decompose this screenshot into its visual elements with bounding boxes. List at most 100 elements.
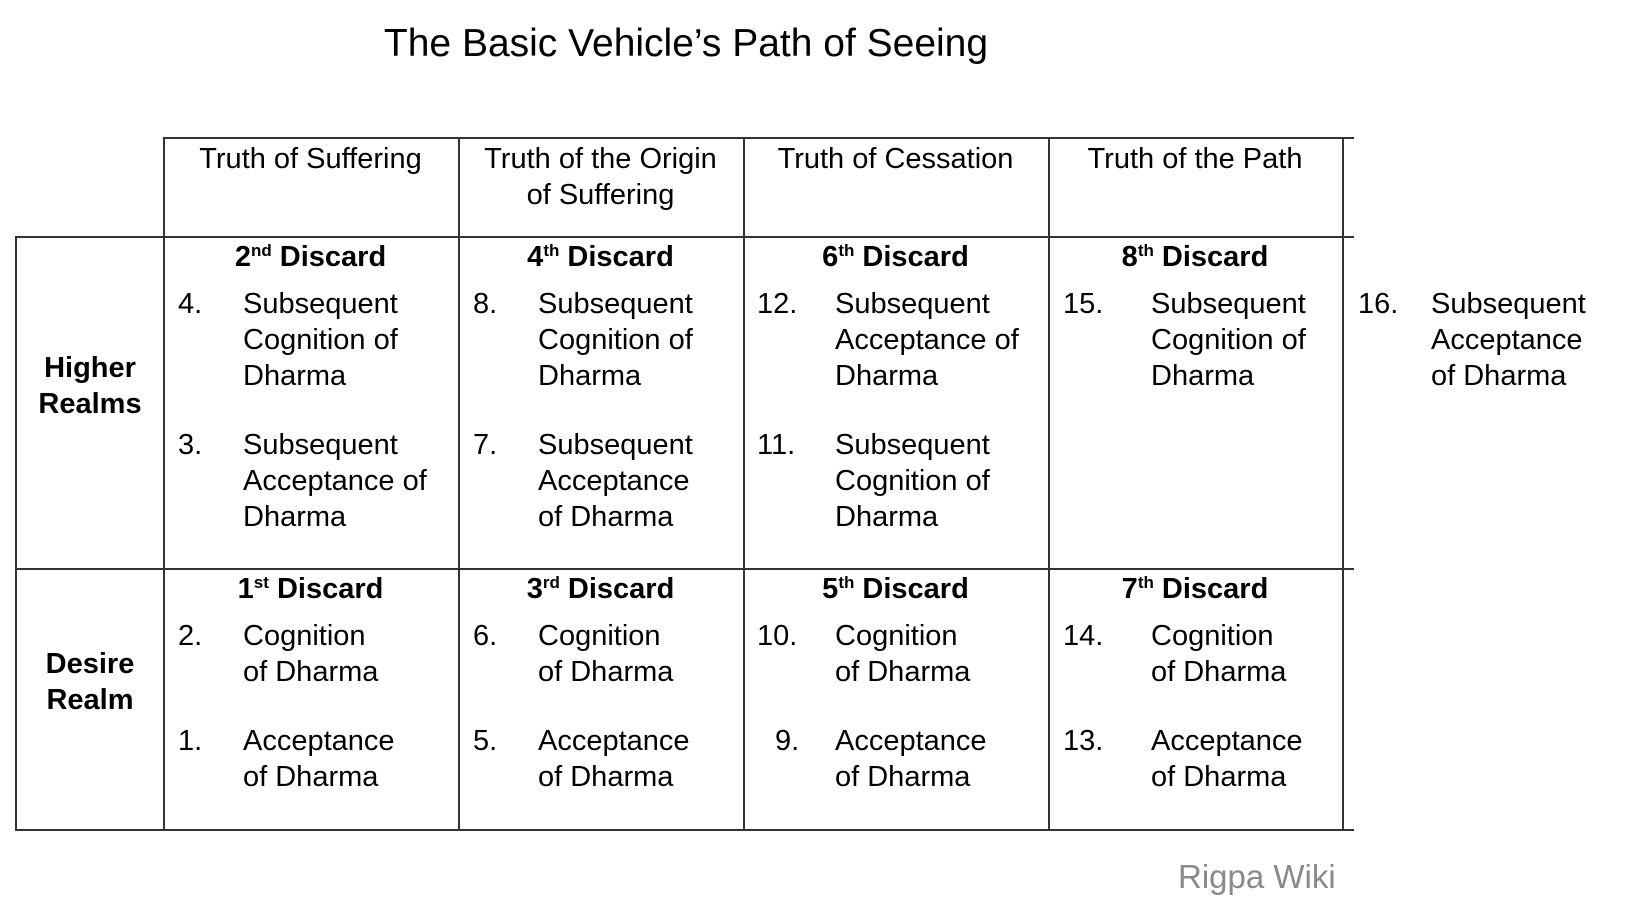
grid-line-bottom xyxy=(15,829,1354,831)
discard-word: Discard xyxy=(567,573,675,605)
item-line: Cognition of xyxy=(835,465,990,497)
page-title: The Basic Vehicle’s Path of Seeing xyxy=(383,22,989,65)
item-line: Cognition xyxy=(243,620,366,652)
discard-number: 3 xyxy=(526,573,543,605)
item-line: of Dharma xyxy=(243,761,379,793)
discard-ordinal-suffix: th xyxy=(1137,573,1154,592)
row-header-higher-realms: Higher Realms xyxy=(15,350,165,422)
item-line: Cognition xyxy=(835,620,958,652)
column-header-cessation: Truth of Cessation xyxy=(743,137,1048,177)
item-line: of Dharma xyxy=(1151,656,1287,688)
item-line: Cognition of xyxy=(243,324,398,356)
item-number: 5. xyxy=(473,725,498,757)
column-header-line: of Suffering xyxy=(526,179,675,211)
item-line: Dharma xyxy=(243,360,347,392)
discard-ordinal-suffix: th xyxy=(1137,241,1154,260)
item-line: Acceptance xyxy=(1431,324,1583,356)
discard-ordinal-suffix: th xyxy=(838,573,855,592)
discard-heading: 1st Discard xyxy=(163,571,458,607)
item-line: Dharma xyxy=(835,360,939,392)
grid-line-top xyxy=(163,137,1354,139)
item-line: Acceptance of xyxy=(835,324,1019,356)
item-line: Cognition of xyxy=(538,324,693,356)
item-line: Cognition xyxy=(1151,620,1274,652)
discard-word: Discard xyxy=(862,573,969,605)
discard-heading: 2nd Discard xyxy=(163,239,458,275)
item-number: 4. xyxy=(178,288,203,320)
row-header-line: Desire xyxy=(45,648,135,680)
item-line: of Dharma xyxy=(1151,761,1287,793)
item-text: Cognition of Dharma xyxy=(538,618,738,690)
discard-ordinal-suffix: th xyxy=(543,241,560,260)
item-text: Cognition of Dharma xyxy=(1151,618,1341,690)
discard-number: 7 xyxy=(1121,573,1138,605)
discard-number: 8 xyxy=(1121,241,1138,273)
column-header-line: Truth of Cessation xyxy=(777,143,1014,175)
row-header-line: Realm xyxy=(46,684,134,716)
grid-line-col1 xyxy=(163,137,165,830)
row-header-line: Higher xyxy=(44,352,136,384)
grid-line-col3 xyxy=(743,137,745,830)
item-line: Subsequent xyxy=(243,429,398,461)
discard-word: Discard xyxy=(276,573,384,605)
item-line: Acceptance xyxy=(1151,725,1303,757)
column-header-suffering: Truth of Suffering xyxy=(163,137,458,177)
item-number: 12. xyxy=(757,288,798,320)
item-number: 10. xyxy=(757,620,798,652)
item-line: Acceptance xyxy=(538,465,690,497)
grid-line-header-bottom xyxy=(15,236,1354,238)
item-number: 16. xyxy=(1358,288,1399,320)
item-line: Acceptance of xyxy=(243,465,427,497)
item-text: Acceptance of Dharma xyxy=(1151,723,1341,795)
item-line: Cognition of xyxy=(1151,324,1306,356)
item-line: Cognition xyxy=(538,620,661,652)
discard-heading: 5th Discard xyxy=(743,571,1048,607)
column-header-line: Truth of Suffering xyxy=(199,143,422,175)
discard-ordinal-suffix: rd xyxy=(542,573,560,592)
discard-ordinal-suffix: nd xyxy=(250,241,272,260)
item-number: 14. xyxy=(1063,620,1104,652)
item-line: of Dharma xyxy=(835,656,971,688)
discard-number: 2 xyxy=(234,241,251,273)
column-header-path: Truth of the Path xyxy=(1048,137,1342,177)
discard-ordinal-suffix: th xyxy=(838,241,855,260)
item-line: Subsequent xyxy=(1151,288,1306,320)
item-line: Dharma xyxy=(835,501,939,533)
grid-line-col4 xyxy=(1048,137,1050,830)
row-header-line: Realms xyxy=(38,388,142,420)
item-number: 13. xyxy=(1063,725,1104,757)
item-line: Subsequent xyxy=(243,288,398,320)
column-header-line: Truth of the Path xyxy=(1087,143,1303,175)
item-number: 7. xyxy=(473,429,498,461)
discard-word: Discard xyxy=(862,241,969,273)
discard-heading: 3rd Discard xyxy=(458,571,743,607)
discard-heading: 7th Discard xyxy=(1048,571,1342,607)
item-line: Subsequent xyxy=(835,429,990,461)
grid-line-row-divider xyxy=(15,568,1354,570)
discard-heading: 6th Discard xyxy=(743,239,1048,275)
item-line: of Dharma xyxy=(538,501,674,533)
item-number: 9. xyxy=(775,725,800,757)
item-line: of Dharma xyxy=(538,761,674,793)
item-number: 3. xyxy=(178,429,203,461)
grid-line-right xyxy=(1342,137,1344,830)
item-text: Acceptance of Dharma xyxy=(835,723,1045,795)
item-number: 8. xyxy=(473,288,498,320)
column-header-line: Truth of the Origin xyxy=(484,143,717,175)
item-line: of Dharma xyxy=(1431,360,1567,392)
watermark: Rigpa Wiki xyxy=(1178,858,1336,895)
discard-word: Discard xyxy=(567,241,674,273)
item-line: Acceptance xyxy=(835,725,987,757)
item-line: of Dharma xyxy=(538,656,674,688)
item-line: of Dharma xyxy=(835,761,971,793)
discard-word: Discard xyxy=(279,241,387,273)
item-line: Acceptance xyxy=(243,725,395,757)
item-line: Subsequent xyxy=(835,288,990,320)
